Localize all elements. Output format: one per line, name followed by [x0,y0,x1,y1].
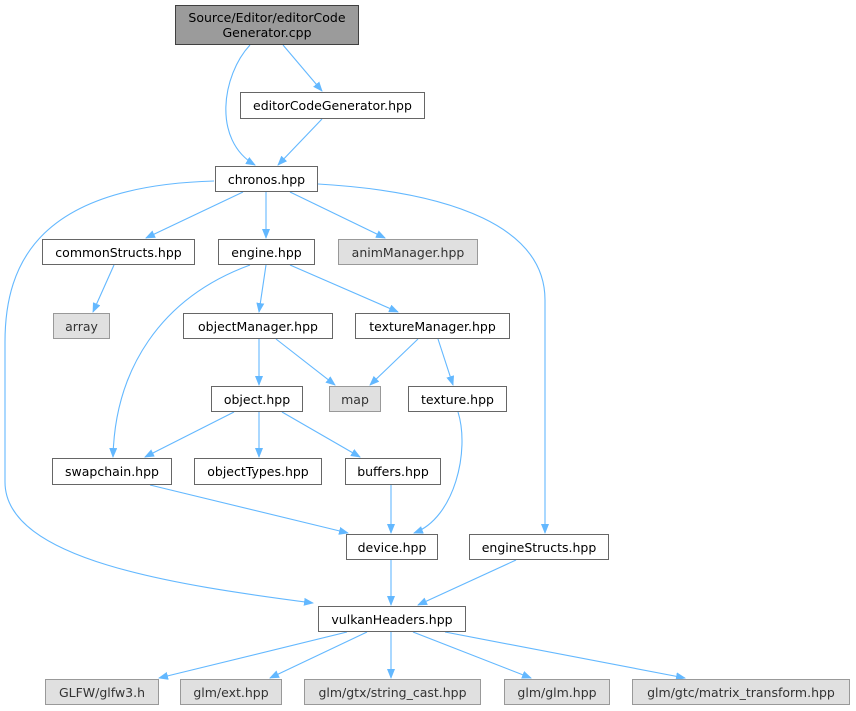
edge-object-buffers [281,411,361,458]
node-engine-hpp[interactable]: engine.hpp [218,239,315,265]
node-glfw-glfw3-h[interactable]: GLFW/glfw3.h [45,679,159,705]
edge-vulkanheaders-glmglm [412,631,532,679]
node-texture-hpp[interactable]: texture.hpp [408,386,507,412]
edge-vulkanheaders-glfw3 [158,631,348,680]
edge-vulkanheaders-glmext [269,631,368,679]
node-glm-glm-hpp[interactable]: glm/glm.hpp [504,679,610,705]
edge-engine-objectmanager [256,264,267,313]
node-label-line1: Source/Editor/editorCode [188,10,346,25]
node-buffers-hpp[interactable]: buffers.hpp [345,458,441,485]
node-map[interactable]: map [329,386,381,412]
node-device-hpp[interactable]: device.hpp [346,534,438,560]
node-swapchain-hpp[interactable]: swapchain.hpp [52,458,172,485]
edge-texture-device [413,411,463,534]
node-glm-gtc-matrix-transform-hpp[interactable]: glm/gtc/matrix_transform.hpp [632,679,850,705]
node-objectmanager-hpp[interactable]: objectManager.hpp [183,313,333,339]
node-editorcodegenerator-hpp[interactable]: editorCodeGenerator.hpp [240,92,425,119]
edge-engine-texturemanager [289,264,399,313]
edge-root-chronos [225,44,256,166]
edge-texturemanager-map [369,338,419,386]
node-glm-gtx-string-cast-hpp[interactable]: glm/gtx/string_cast.hpp [304,679,481,705]
edge-swapchain-device [149,484,349,535]
node-array[interactable]: array [53,313,110,339]
edge-object-swapchain [144,411,235,458]
edge-enginestructs-vulkanheaders [417,559,517,606]
edge-texturemanager-texture [437,338,455,386]
edge-engine-swapchain [109,264,251,458]
edge-root-editorcodegenerator [282,44,323,92]
edge-chronos-animmanager [289,191,386,239]
node-chronos-hpp[interactable]: chronos.hpp [215,166,318,192]
node-object-hpp[interactable]: object.hpp [211,386,303,412]
node-glm-ext-hpp[interactable]: glm/ext.hpp [180,679,282,705]
edge-chronos-commonstructs [145,191,244,239]
node-vulkanheaders-hpp[interactable]: vulkanHeaders.hpp [318,606,466,632]
edge-chronos-enginestructs [317,183,549,534]
edge-chronos-vulkanheaders [4,180,314,606]
edge-editorcodegenerator-chronos [277,118,323,166]
node-editorcodegenerator-cpp[interactable]: Source/Editor/editorCode Generator.cpp [175,5,359,45]
edge-commonstructs-array [92,264,115,313]
node-enginestructs-hpp[interactable]: engineStructs.hpp [469,534,609,560]
node-commonstructs-hpp[interactable]: commonStructs.hpp [42,239,195,265]
node-texturemanager-hpp[interactable]: textureManager.hpp [355,313,510,339]
edge-objectmanager-map [275,338,336,386]
edge-vulkanheaders-matrixtransform [444,631,686,681]
node-animmanager-hpp[interactable]: animManager.hpp [338,239,478,265]
node-label-line2: Generator.cpp [222,25,312,40]
node-objecttypes-hpp[interactable]: objectTypes.hpp [194,458,322,485]
